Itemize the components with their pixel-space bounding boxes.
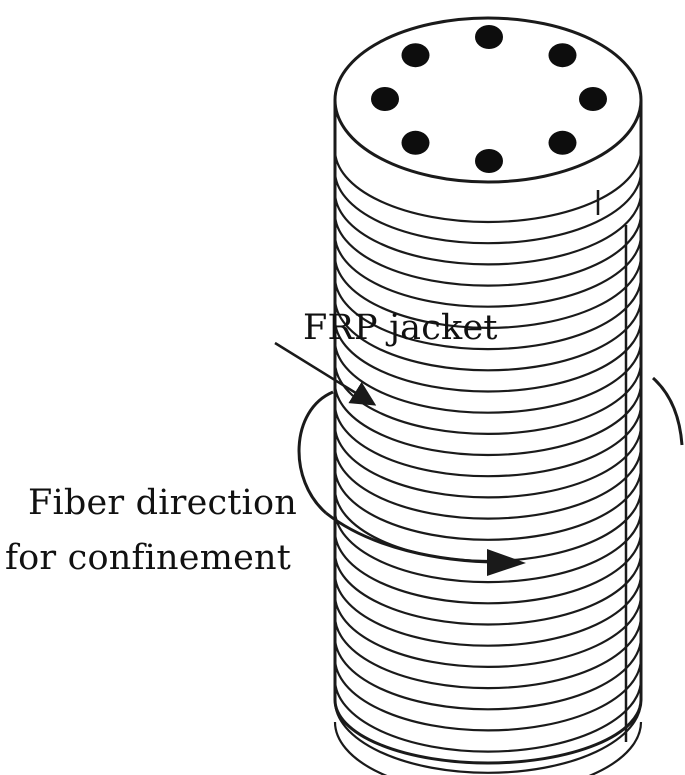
wrap-band — [333, 594, 643, 668]
wrap-band — [333, 213, 643, 287]
confinement-arc-back-right — [651, 376, 684, 446]
wrap-band — [333, 637, 643, 711]
wrap-band — [333, 255, 643, 329]
rebar-dot — [401, 130, 430, 155]
wrap-band — [333, 531, 643, 605]
rebar-dot — [371, 87, 399, 111]
wrap-band — [333, 234, 643, 308]
wrap-band — [333, 467, 643, 541]
wrap-band — [333, 319, 643, 393]
rebar-dot — [475, 149, 503, 173]
wrap-band — [333, 404, 643, 478]
column-body — [333, 100, 643, 765]
wrap-band — [333, 382, 643, 457]
frp-jacket-label: FRP jacket — [303, 308, 498, 348]
confinement-arrowhead — [487, 549, 526, 576]
rebar-dot — [475, 25, 503, 49]
rebar-dot — [548, 43, 577, 68]
wrap-band — [333, 658, 643, 732]
frp-jacket-leader-arrow — [274, 341, 377, 406]
wrap-band — [333, 700, 643, 774]
wrap-band — [333, 552, 643, 626]
wrap-band — [333, 616, 643, 690]
confinement-arc-front — [325, 511, 501, 564]
wrap-band — [333, 192, 643, 266]
wrap-band — [333, 510, 643, 584]
fiber-direction-label-line2: for confinement — [5, 538, 292, 578]
fiber-direction-label-line1: Fiber direction — [28, 483, 297, 523]
wrap-band — [333, 298, 643, 372]
rebar-group — [371, 25, 607, 173]
wrap-band — [333, 679, 643, 753]
wrap-band — [333, 721, 643, 775]
wrap-band — [333, 446, 643, 520]
rebar-dot — [401, 43, 430, 68]
wrap-band — [333, 149, 643, 224]
wrap-band — [333, 573, 643, 647]
wrap-band — [333, 425, 643, 499]
wrap-band — [333, 340, 643, 414]
rebar-dot — [548, 130, 577, 155]
wrap-band — [333, 277, 643, 351]
wrap-overlap-edge — [596, 190, 628, 742]
confinement-arc-back-left — [297, 390, 334, 515]
frp-wrap-bands — [333, 149, 643, 775]
wrap-band — [333, 171, 643, 245]
rebar-dot — [579, 87, 607, 111]
